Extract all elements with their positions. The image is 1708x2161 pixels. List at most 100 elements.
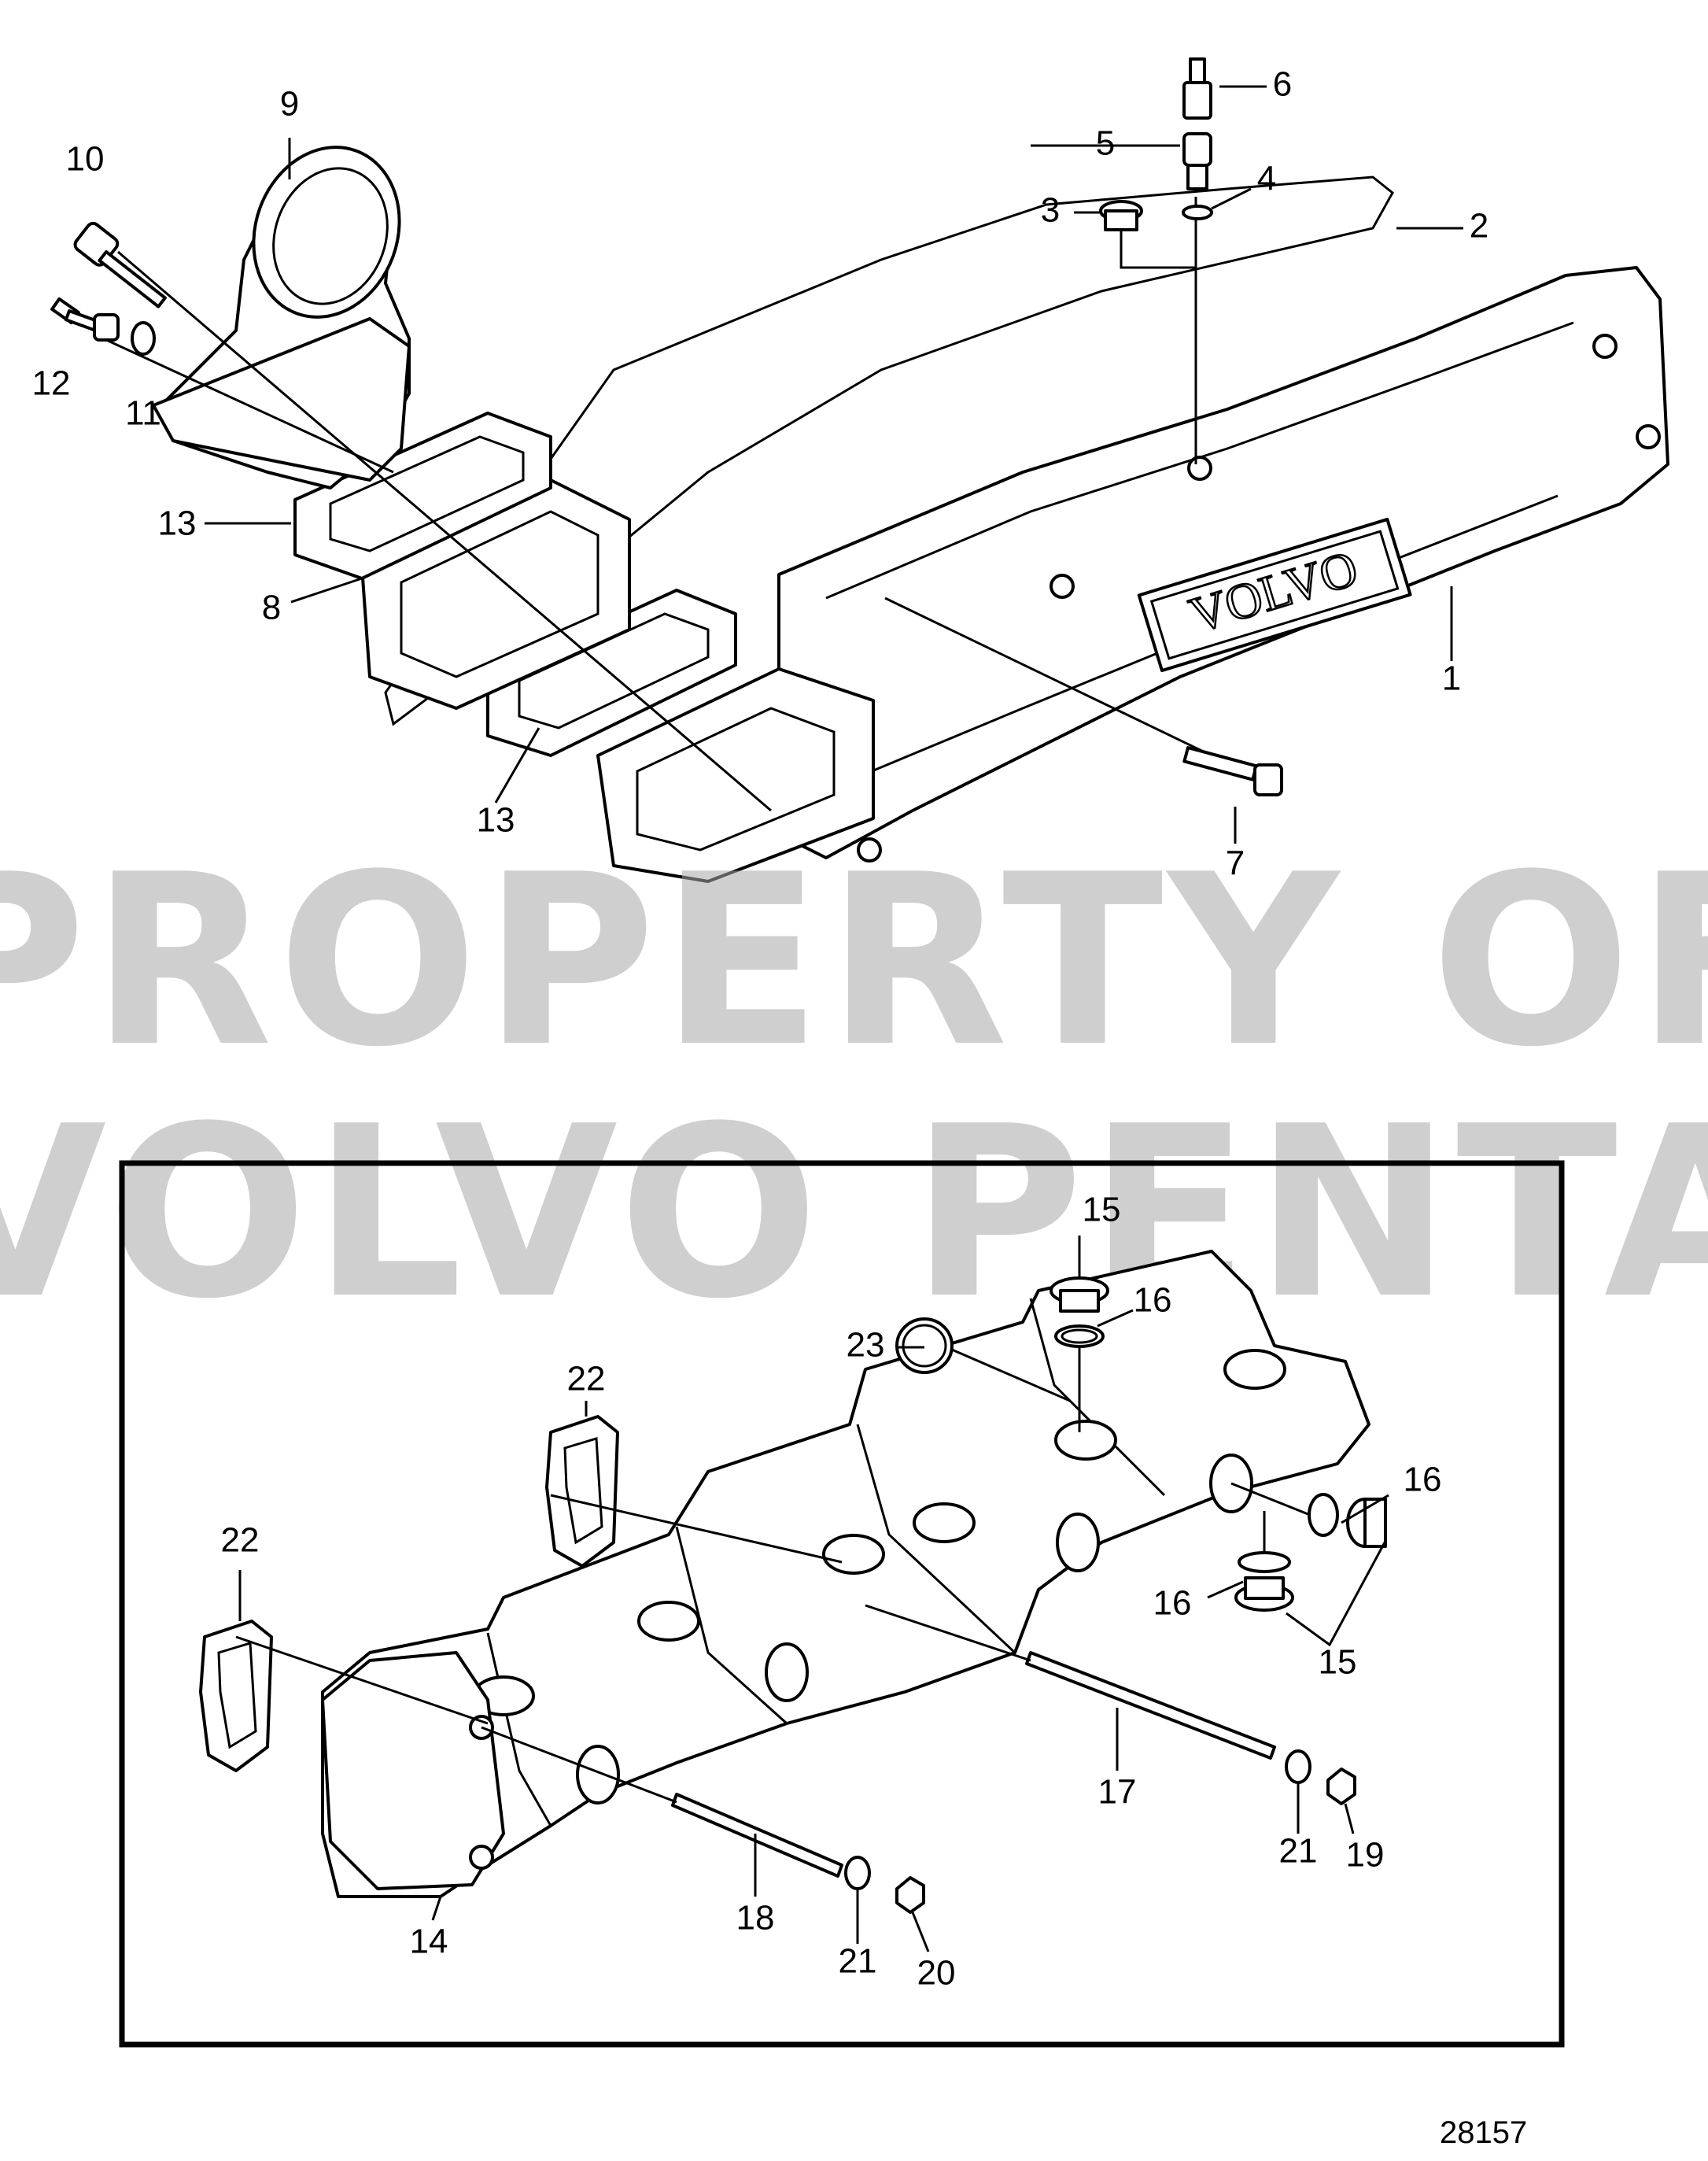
guide-line bbox=[865, 1604, 1031, 1662]
end-cap-bolt-hole bbox=[469, 1845, 494, 1870]
callout-1: 1 bbox=[1442, 659, 1461, 698]
callout-23: 23 bbox=[847, 1326, 885, 1365]
callout-18: 18 bbox=[736, 1899, 775, 1938]
callout-20: 20 bbox=[917, 1954, 956, 1993]
manifold-port bbox=[1223, 1349, 1286, 1390]
guide-line bbox=[94, 333, 394, 474]
elbow-outlet-ring bbox=[252, 146, 401, 319]
callout-2: 2 bbox=[1470, 207, 1489, 246]
watermark: PROPERTY OF VOLVO PENTA bbox=[0, 824, 1708, 1350]
manifold-bolt-hole bbox=[1592, 334, 1618, 359]
elbow-flange bbox=[152, 317, 411, 482]
section-gasket-right bbox=[545, 1415, 619, 1568]
callout-13-lower: 13 bbox=[477, 801, 515, 840]
o-ring-23 bbox=[895, 1317, 954, 1374]
section-gasket-right-opening bbox=[563, 1437, 603, 1545]
leader-line bbox=[1207, 1580, 1244, 1599]
stud-17 bbox=[1025, 1651, 1276, 1760]
manifold-side-port bbox=[1056, 1513, 1100, 1572]
leader-line bbox=[911, 1912, 930, 1952]
guide-line bbox=[550, 1494, 843, 1564]
exhaust-manifold bbox=[777, 266, 1669, 859]
manifold-port bbox=[913, 1502, 976, 1543]
callout-3: 3 bbox=[1041, 191, 1060, 230]
leader-line bbox=[1211, 187, 1252, 210]
callout-14: 14 bbox=[410, 1923, 448, 1961]
manifold-port bbox=[822, 1534, 885, 1575]
callout-15-top: 15 bbox=[1083, 1191, 1121, 1229]
seal-16-side bbox=[1308, 1493, 1339, 1537]
plug-15-side bbox=[1346, 1498, 1387, 1548]
upper-assembly: VOLVO bbox=[50, 57, 1669, 883]
seal-16-top-inner bbox=[1061, 1328, 1098, 1344]
manifold-bolt-hole bbox=[1636, 424, 1661, 449]
leader-line bbox=[1341, 1494, 1389, 1524]
callout-22-right: 22 bbox=[567, 1360, 606, 1398]
bolt-7 bbox=[1182, 746, 1283, 796]
guide-line bbox=[1120, 228, 1196, 269]
leader-line bbox=[494, 727, 540, 803]
guide-line bbox=[884, 597, 1212, 757]
callout-6: 6 bbox=[1273, 65, 1292, 104]
plug-15-top bbox=[1050, 1276, 1109, 1313]
callout-16-side: 16 bbox=[1404, 1461, 1442, 1499]
watermark-line-2: VOLVO PENTA bbox=[0, 1076, 1708, 1350]
leader-line bbox=[1097, 1309, 1134, 1328]
section-joint bbox=[1029, 1298, 1166, 1497]
section-gasket-left-opening bbox=[217, 1642, 257, 1749]
sender-5 bbox=[1182, 132, 1212, 190]
figure-number: 28157 bbox=[1440, 2115, 1528, 2150]
manifold-side-port bbox=[576, 1745, 620, 1805]
detail-frame bbox=[119, 1160, 1565, 2048]
callout-21-left: 21 bbox=[839, 1942, 877, 1981]
callout-12: 12 bbox=[32, 364, 71, 403]
callout-13-upper: 13 bbox=[158, 504, 197, 543]
lower-assembly bbox=[199, 1236, 1389, 1952]
plug-3 bbox=[1099, 200, 1143, 231]
washer-21-right bbox=[1285, 1749, 1311, 1784]
callout-9: 9 bbox=[280, 85, 299, 124]
callout-4: 4 bbox=[1257, 160, 1276, 198]
callout-10: 10 bbox=[66, 140, 105, 179]
leader-line bbox=[431, 1896, 442, 1921]
guide-line bbox=[117, 250, 772, 812]
manifold-ridge bbox=[825, 321, 1574, 600]
guide-line bbox=[235, 1635, 489, 1725]
callout-11: 11 bbox=[125, 394, 161, 433]
callout-15-lower: 15 bbox=[1319, 1643, 1357, 1682]
section-joint bbox=[675, 1526, 788, 1725]
connector-6 bbox=[1182, 57, 1212, 120]
washer-21-left bbox=[844, 1856, 871, 1890]
seal-16-lower bbox=[1238, 1551, 1291, 1573]
callout-16-top: 16 bbox=[1134, 1281, 1172, 1320]
manifold-port bbox=[1187, 456, 1212, 481]
nut-19 bbox=[1326, 1768, 1356, 1805]
volvo-badge: VOLVO bbox=[1137, 517, 1412, 673]
washer-4 bbox=[1182, 205, 1213, 220]
elbow-outlet-bore bbox=[272, 167, 389, 305]
watermark-line-1: PROPERTY OF bbox=[0, 824, 1708, 1099]
manifold-bolt-hole bbox=[857, 837, 882, 863]
guide-line bbox=[951, 1348, 1071, 1402]
callout-21-right: 21 bbox=[1279, 1832, 1318, 1871]
manifold-port bbox=[1054, 1420, 1117, 1461]
flange-gasket-upper-opening bbox=[329, 435, 525, 552]
callout-8: 8 bbox=[262, 589, 281, 627]
manifold-bolt-hole bbox=[1050, 574, 1075, 599]
callout-22-left: 22 bbox=[221, 1521, 260, 1560]
manifold-port bbox=[637, 1601, 700, 1642]
callout-7: 7 bbox=[1226, 844, 1245, 883]
section-gasket-left bbox=[199, 1620, 273, 1772]
plug-15-lower bbox=[1234, 1576, 1294, 1612]
flange-gasket-upper bbox=[293, 412, 552, 580]
nut-20 bbox=[895, 1876, 925, 1914]
flange-opening bbox=[636, 707, 836, 851]
leader-line bbox=[1286, 1542, 1386, 1647]
bolt-10 bbox=[73, 221, 167, 308]
screw-12 bbox=[50, 297, 120, 342]
callout-19: 19 bbox=[1346, 1836, 1385, 1875]
section-joint bbox=[856, 1424, 1016, 1654]
end-cap bbox=[321, 1651, 505, 1890]
flange-gasket-lower-opening bbox=[518, 612, 710, 730]
